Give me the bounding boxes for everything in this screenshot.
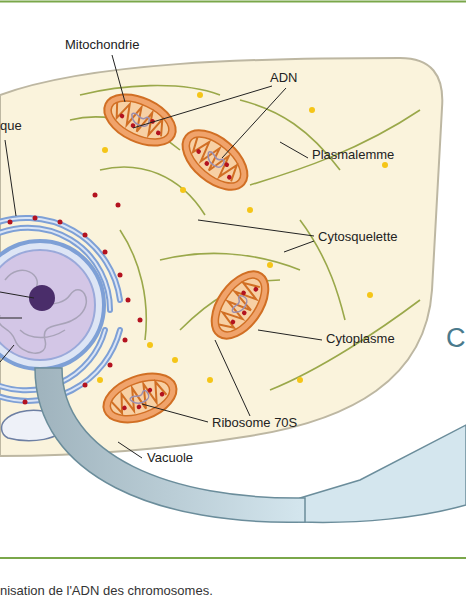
part-label: ADN [270,70,297,86]
part-label: Vacuole [147,450,193,466]
mitochondrion [96,84,183,156]
mitochondrion [200,261,280,348]
arrow-head [300,425,466,522]
part-label: que [0,118,22,134]
leader-lines [0,55,322,458]
frame-line [0,1,466,3]
mitochondrion [172,119,259,202]
figure-caption: nisation de l'ADN des chromosomes. [0,583,213,599]
nucleus [0,241,104,369]
frame-line [0,557,466,559]
part-label: Cytoplasme [326,331,395,347]
part-label: Ribosome 70S [212,415,297,431]
part-label: Mitochondrie [65,37,139,53]
panel-letter: C [446,323,466,353]
mitochondrion [97,364,183,431]
part-label: Cytosquelette [318,229,398,245]
part-label: Plasmalemme [312,147,394,163]
